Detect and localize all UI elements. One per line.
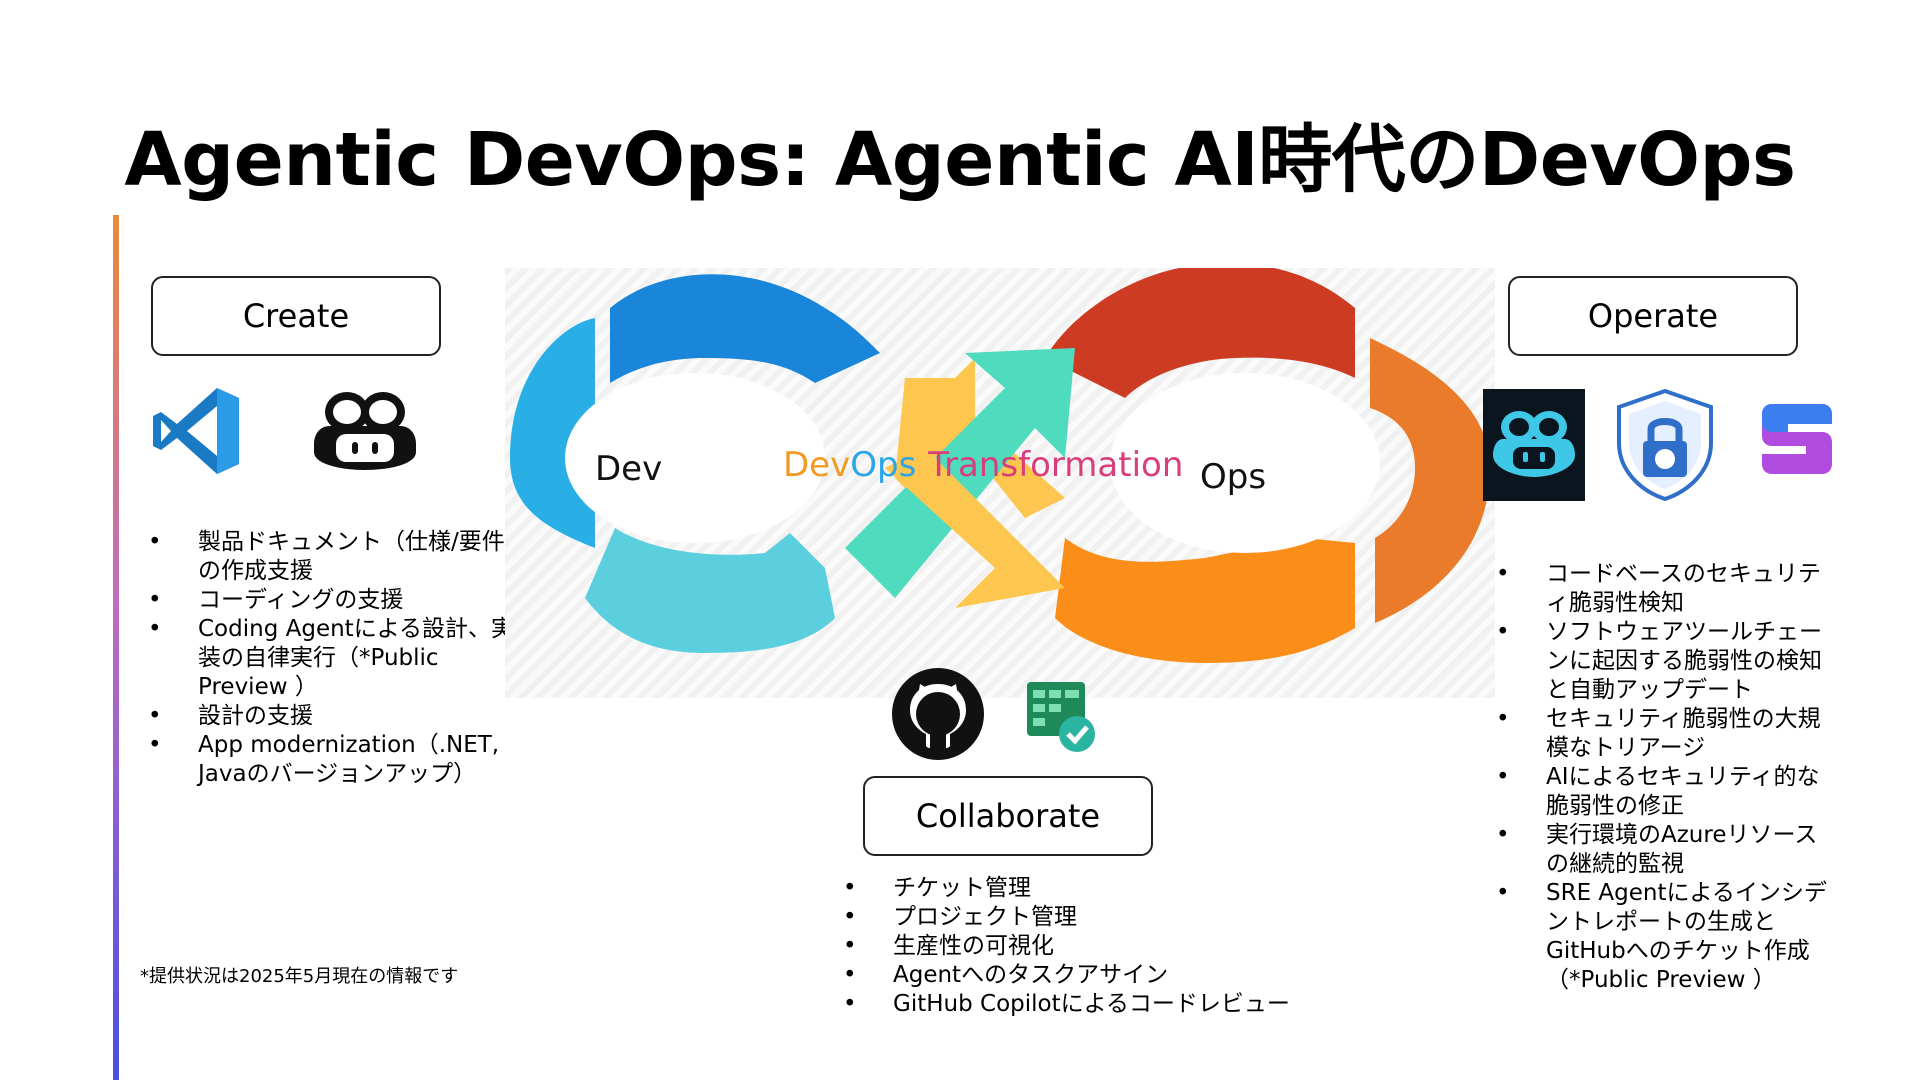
accent-bar — [113, 215, 119, 1080]
copilot-icon — [314, 392, 416, 470]
list-item: GitHub Copilotによるコードレビュー — [843, 990, 1303, 1019]
list-item: SRE Agentによるインシデントレポートの生成とGitHubへのチケット作成… — [1496, 879, 1836, 995]
ops-word: Ops — [850, 445, 916, 485]
arrow-yellow-lower — [885, 448, 1065, 608]
list-item: 製品ドキュメント（仕様/要件）の作成支援 — [148, 528, 518, 586]
list-item: チケット管理 — [843, 874, 1303, 903]
loop-segment-left-outer — [510, 318, 595, 548]
loop-segment-bottom-right — [1055, 538, 1355, 663]
list-item: 実行環境のAzureリソースの継続的監視 — [1496, 821, 1836, 879]
availability-note: *提供状況は2025年5月現在の情報です — [140, 966, 459, 987]
list-item: プロジェクト管理 — [843, 903, 1303, 932]
loop-segment-right-outer — [1370, 338, 1490, 623]
github-security-shield-icon — [1617, 389, 1713, 501]
arrow-teal — [845, 348, 1075, 598]
collaborate-bullet-list: チケット管理 プロジェクト管理 生産性の可視化 Agentへのタスクアサイン G… — [843, 874, 1303, 1019]
collaborate-label: Collaborate — [915, 797, 1101, 835]
operate-bullet-list: コードベースのセキュリティ脆弱性検知 ソフトウェアツールチェーンに起因する脆弱性… — [1496, 560, 1836, 995]
operate-label-box: Operate — [1508, 276, 1798, 356]
list-item: AIによるセキュリティ的な脆弱性の修正 — [1496, 763, 1836, 821]
dev-label: Dev — [595, 449, 662, 489]
list-item: ソフトウェアツールチェーンに起因する脆弱性の検知と自動アップデート — [1496, 618, 1836, 705]
list-item: 設計の支援 — [148, 702, 518, 731]
collaborate-label-box: Collaborate — [863, 776, 1153, 856]
list-item: Agentへのタスクアサイン — [843, 961, 1303, 990]
planner-icon — [1027, 682, 1095, 752]
loop-segment-bottom-left — [585, 528, 835, 653]
operate-label: Operate — [1587, 297, 1719, 335]
list-item: コードベースのセキュリティ脆弱性検知 — [1496, 560, 1836, 618]
list-item: Coding Agentによる設計、実装の自律実行（*Public Previe… — [148, 615, 518, 702]
list-item: コーディングの支援 — [148, 586, 518, 615]
transformation-word: Transformation — [927, 445, 1183, 485]
loop-segment-top-left — [610, 274, 880, 383]
create-bullet-list: 製品ドキュメント（仕様/要件）の作成支援 コーディングの支援 Coding Ag… — [148, 528, 518, 789]
list-item: 生産性の可視化 — [843, 932, 1303, 961]
list-item: App modernization（.NET, Javaのバージョンアップ） — [148, 731, 518, 789]
devops-transformation-label: DevOps Transformation — [783, 445, 1183, 485]
page-title: Agentic DevOps: Agentic AI時代のDevOps — [124, 117, 1796, 203]
loop-segment-top-right — [1045, 268, 1355, 398]
vscode-icon — [153, 388, 239, 474]
create-label: Create — [242, 297, 350, 335]
sre-agent-icon — [1762, 404, 1832, 474]
list-item: セキュリティ脆弱性の大規模なトリアージ — [1496, 705, 1836, 763]
copilot-dark-icon — [1483, 389, 1585, 501]
dev-word: Dev — [783, 445, 850, 485]
create-label-box: Create — [151, 276, 441, 356]
github-icon — [892, 668, 984, 760]
ops-label: Ops — [1200, 457, 1266, 497]
